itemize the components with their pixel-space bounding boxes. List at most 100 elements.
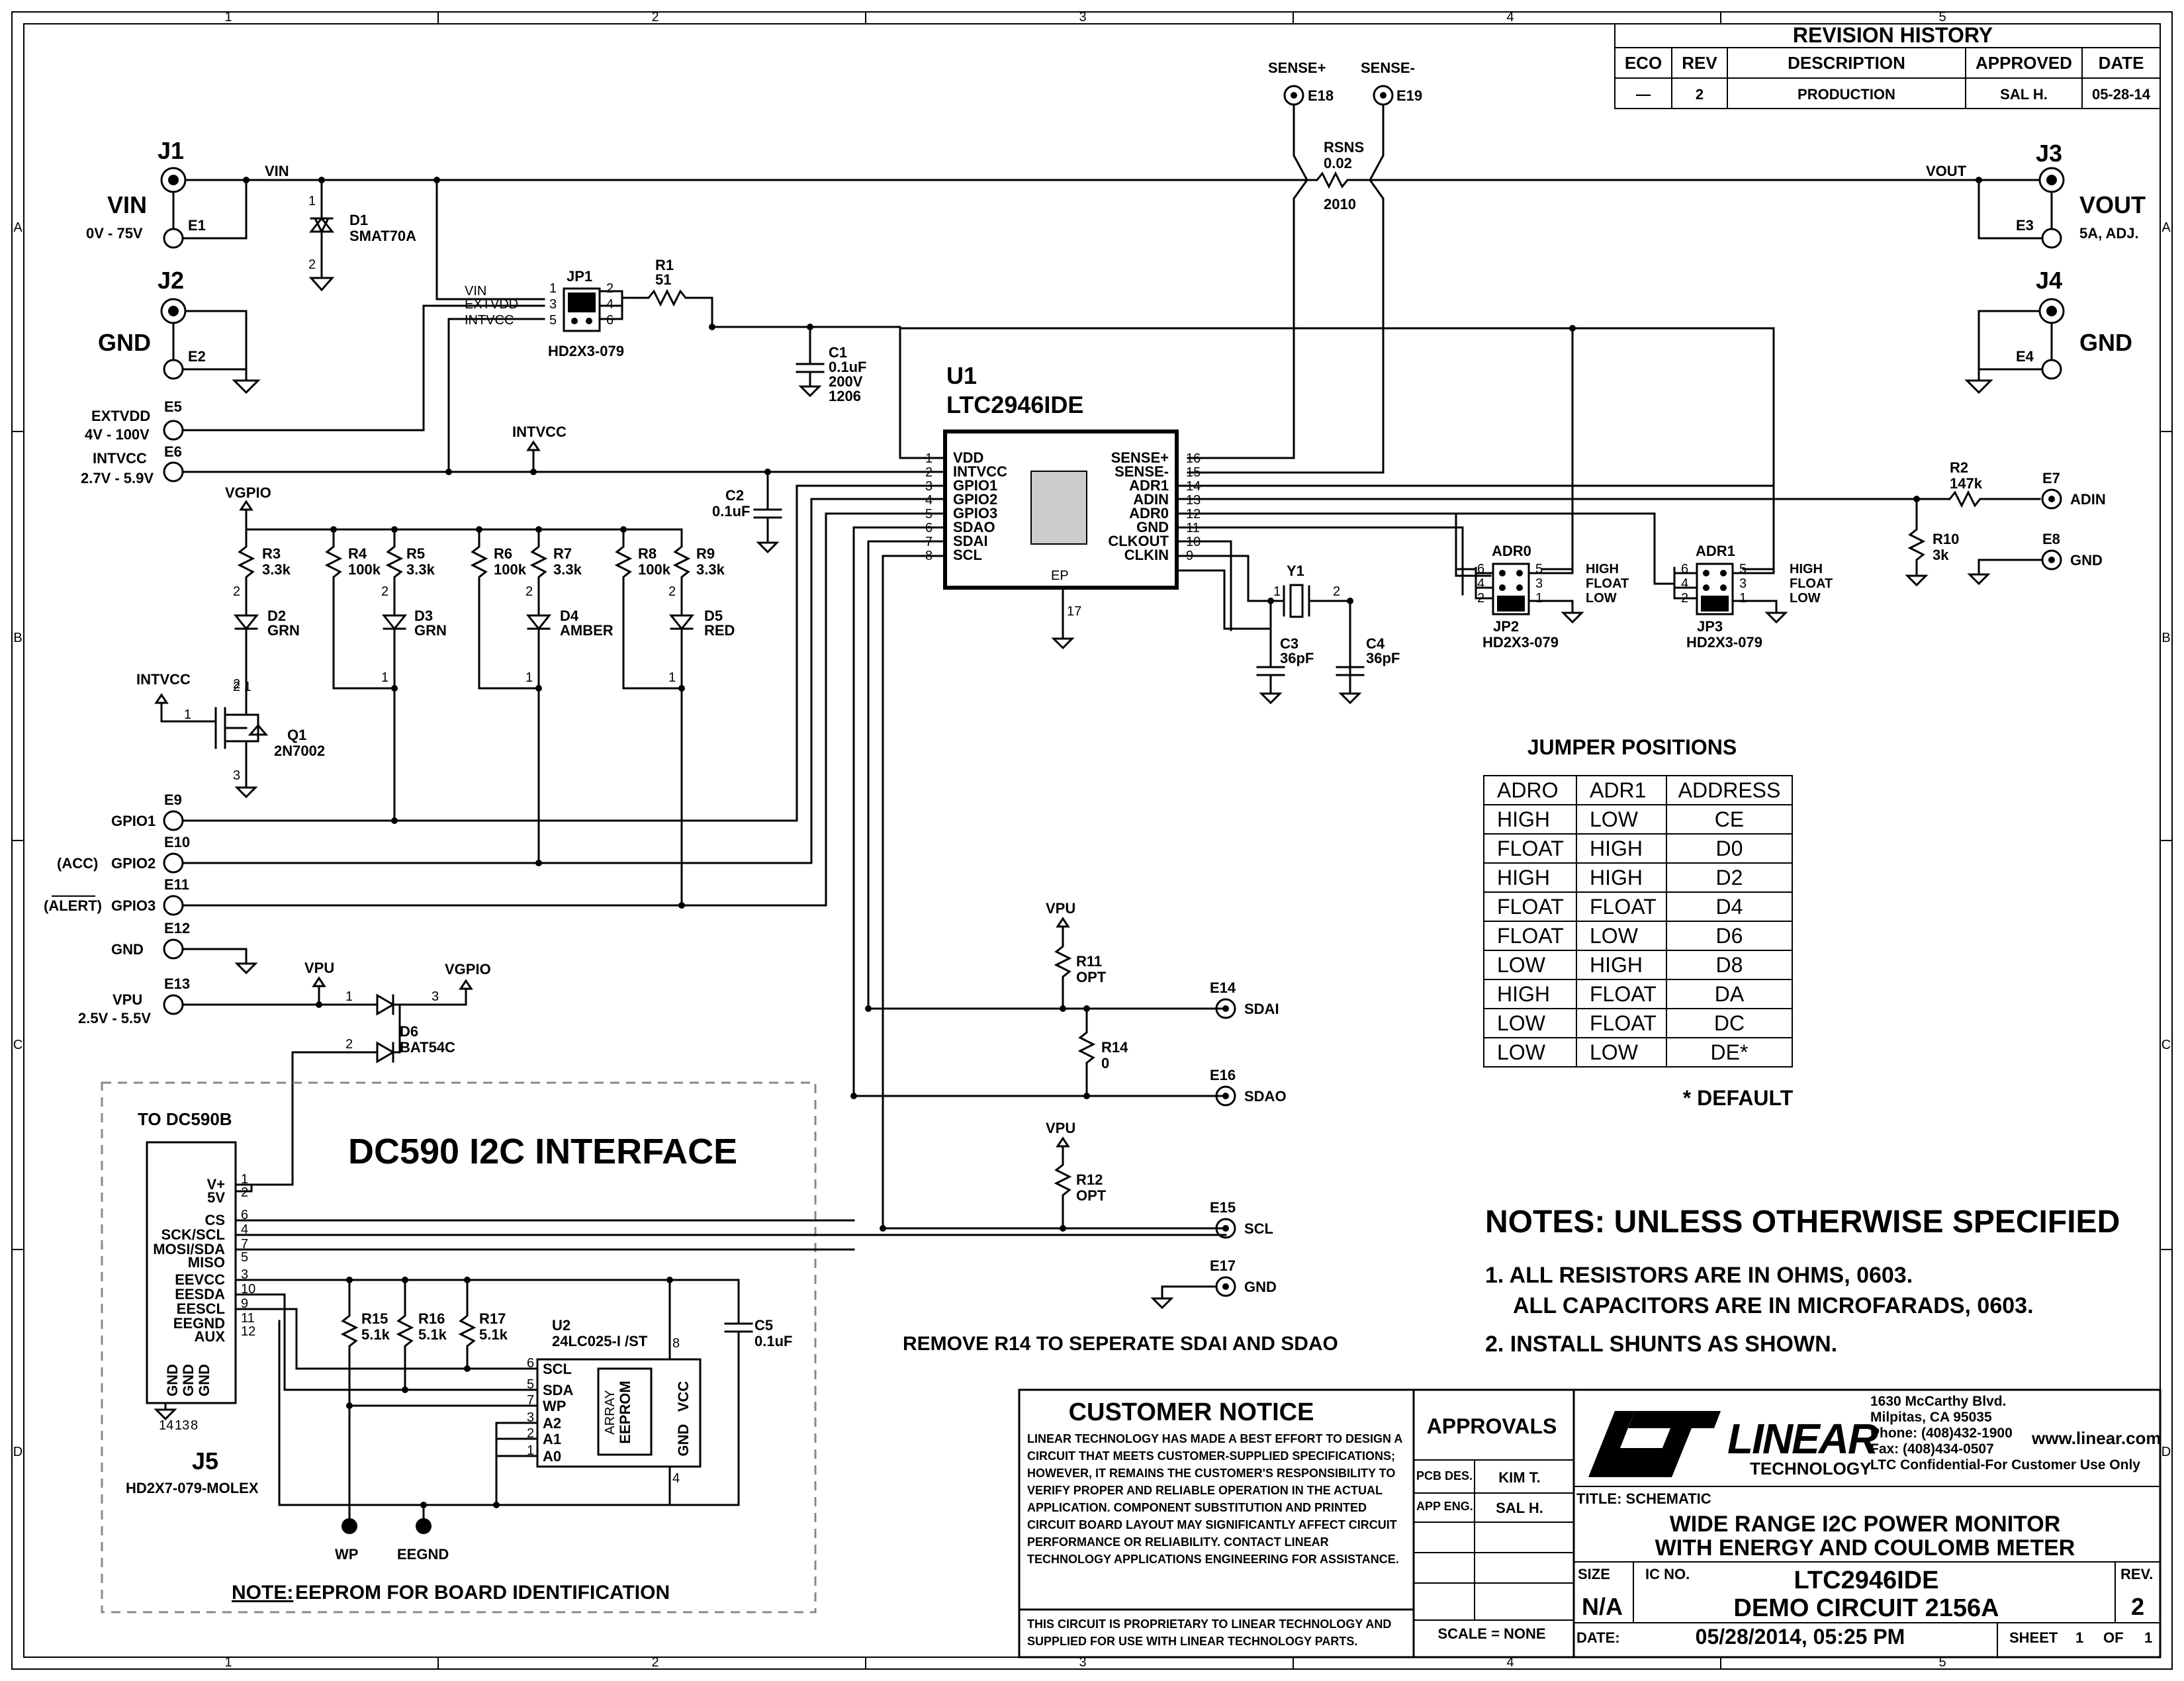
vpu-r12-label: VPU [1046,1120,1075,1136]
power-arrow-icon [459,979,473,990]
e3-terminal[interactable] [2041,228,2062,249]
jumper-table-header: ADR1 [1590,778,1646,802]
col-5-top: 5 [1938,10,1946,24]
note-1a: 1. ALL RESISTORS ARE IN OHMS, 0603. [1485,1263,1913,1288]
r5-ref: R5 [406,545,425,562]
rev-row-rev: 2 [1696,86,1704,103]
jp3-float: FLOAT [1790,576,1833,591]
ground-icon [1259,692,1283,705]
intvcc-label: INTVCC [93,450,147,467]
revision-history: REVISION HISTORY ECO REV DESCRIPTION APP… [1614,23,2161,109]
u2-pin-number: 7 [527,1393,534,1408]
ground-icon [234,786,258,799]
row-d-left: D [13,1445,23,1459]
e7-label: E7 [2042,470,2060,486]
r1-ref: R1 [655,257,674,273]
wp-testpoint[interactable] [341,1518,357,1534]
c5-value: 0.1uF [754,1333,792,1349]
e7-terminal[interactable] [2041,488,2062,510]
rsns-resistor [1296,171,2029,189]
rev-label: REV. [2120,1566,2153,1582]
e4-terminal[interactable] [2041,359,2062,380]
size-value: N/A [1582,1593,1623,1620]
svg-text:4: 4 [1477,576,1484,591]
acc-label: (ACC) [57,855,98,872]
e4-label: E4 [2016,348,2034,365]
svg-text:1: 1 [381,670,388,685]
jumper-table-cell: D8 [1716,953,1743,977]
sense-resistor: SENSE+ SENSE- E18 E19 RSNS 0.02 2010 [1187,60,2029,474]
jp3-value: HD2X3-079 [1686,634,1762,651]
jumper-table-cell: LOW [1590,807,1639,831]
e11-label: E11 [164,876,189,893]
jp3-header[interactable] [1696,563,1734,615]
u2-pin-number: 5 [527,1377,534,1392]
vin-rail: VIN 1 2 D1 SMAT70A [184,163,1298,292]
u1-pin-label: ADR1 [1129,477,1169,494]
dc590-title: DC590 I2C INTERFACE [348,1132,737,1171]
j5-pin-label: MOSI/SDA [153,1241,225,1257]
ic-no-label: IC NO. [1645,1566,1690,1582]
output-connectors: VOUT J3 VOUT 5A, ADJ. E3 J4 GND E4 [1926,140,2146,394]
e9-terminal[interactable] [163,810,184,831]
sdai-label: SDAI [1244,1001,1279,1017]
e6-terminal[interactable] [163,461,184,482]
u1-pin-label: SDAO [953,519,995,535]
app-eng-label: APP ENG. [1416,1500,1473,1513]
e5-terminal[interactable] [163,420,184,441]
address-line: Milpitas, CA 95035 [1870,1410,1992,1425]
gpio1-label: GPIO1 [111,813,156,829]
e12-terminal[interactable] [163,938,184,960]
r9-ref: R9 [696,545,715,562]
e14-terminal[interactable] [1215,998,1236,1019]
j5-pin-number: 6 [241,1208,248,1222]
u2-array-label: ARRAY [603,1390,617,1434]
e13-terminal[interactable] [163,994,184,1015]
u1-pin-label: GPIO3 [953,505,997,522]
e18-label: E18 [1308,87,1334,104]
u2-eeprom-label: EEPROM [617,1381,633,1443]
logo-text: LINEAR [1727,1415,1878,1463]
svg-text:8: 8 [672,1336,680,1351]
r12-value: OPT [1076,1187,1107,1204]
website: www.linear.com [2031,1428,2161,1448]
gnd-label-e17: GND [1244,1279,1277,1295]
e16-terminal[interactable] [1215,1085,1236,1107]
customer-notice-title: CUSTOMER NOTICE [1069,1398,1314,1426]
u2-pin-label: WP [543,1398,566,1414]
svg-text:3: 3 [432,989,439,1004]
u1-pin-number: 13 [1186,493,1201,508]
jp2-header[interactable] [1492,563,1530,615]
jumper-table-cell: CE [1715,807,1744,831]
col-2-top: 2 [651,10,659,24]
jumper-table-cell: FLOAT [1590,1011,1657,1035]
svg-text:1: 1 [549,281,557,296]
e2-terminal[interactable] [163,359,184,380]
svg-text:2: 2 [668,584,676,599]
customer-notice-line: APPLICATION. COMPONENT SUBSTITUTION AND … [1027,1501,1367,1514]
e11-terminal[interactable] [163,895,184,916]
jp1-header[interactable] [563,287,601,332]
u1-left-pins: VDD1INTVCC2GPIO13GPIO24GPIO35SDAO6SDAI7S… [925,449,1007,563]
e1-terminal[interactable] [163,228,184,249]
svg-text:1: 1 [184,707,191,722]
jp1-ref: JP1 [567,268,592,285]
j5-pin-number: 10 [241,1282,255,1296]
r10-ref: R10 [1933,531,1959,547]
jumper-table-cell: DA [1715,982,1745,1006]
address-line: 1630 McCarthy Blvd. [1870,1394,2006,1409]
svg-text:2: 2 [233,677,240,692]
j5-connector [146,1141,237,1404]
e15-terminal[interactable] [1215,1218,1236,1239]
row-a-right: A [2161,220,2171,235]
j5-pin-number: 8 [191,1418,198,1433]
y1-ref: Y1 [1287,563,1304,579]
svg-text:3: 3 [1739,576,1747,591]
ground-icon [154,1408,177,1421]
eegnd-testpoint[interactable] [416,1518,432,1534]
jp2-jumper: ADR0 6 4 2 5 3 1 HIGH FLOAT LOW JP2 HD2X… [1475,543,1629,651]
e10-terminal[interactable] [163,852,184,874]
d2-ref: D2 [267,608,286,624]
